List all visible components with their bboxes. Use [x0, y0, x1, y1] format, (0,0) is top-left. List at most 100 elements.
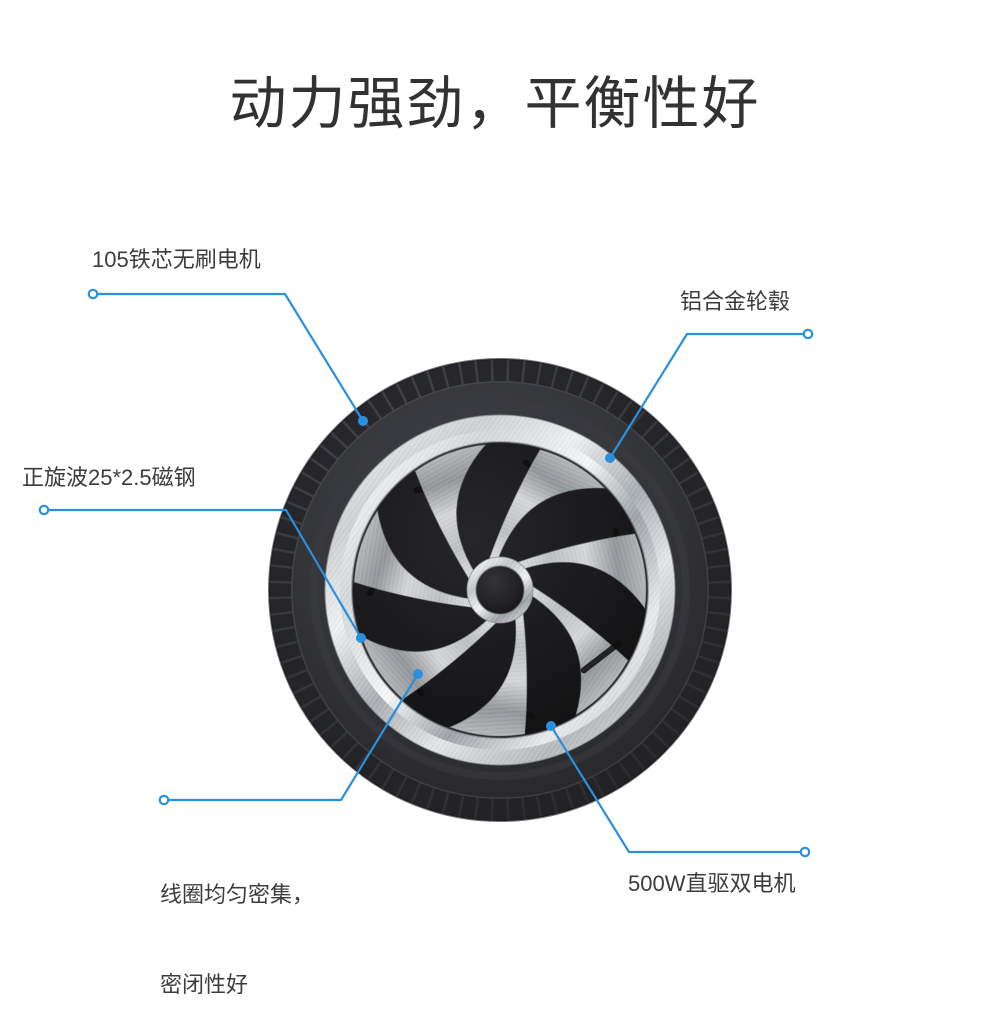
tread-block [702, 534, 728, 552]
tread-block [428, 788, 448, 814]
tread-block [269, 598, 293, 614]
tread-block [508, 359, 524, 383]
leader-magnet-steel-endpoint-dot [356, 633, 366, 643]
tread-block [707, 598, 731, 614]
tread-block [369, 762, 393, 788]
tread-block [705, 550, 730, 567]
tread-block [698, 518, 724, 538]
tread-block [294, 473, 320, 496]
tread-block [607, 762, 631, 788]
callout-label-dual-motor: 500W直驱双电机 [628, 871, 796, 896]
tread-block [705, 613, 730, 630]
tread-block [702, 628, 728, 646]
leader-alloy-hub [608, 332, 810, 460]
tread-block [356, 753, 380, 779]
tread-block [281, 657, 307, 678]
callout-marker-magnet-steel [38, 504, 50, 516]
tread-block [397, 377, 419, 403]
tread-block [287, 671, 313, 693]
tread-block [523, 360, 540, 385]
tread-block [493, 798, 507, 821]
leader-coil-density-endpoint-dot [413, 669, 423, 679]
callout-label-alloy-hub: 铝合金轮毂 [680, 289, 791, 314]
tread-block [397, 777, 419, 803]
tread-block [707, 566, 731, 582]
tread-block [276, 642, 302, 662]
tread-block [643, 421, 669, 447]
tread-block [311, 710, 337, 734]
leader-brushless-motor [91, 292, 365, 423]
tread-block [444, 792, 462, 818]
tread-block [270, 613, 295, 630]
callout-label-coil-density: 线圈均匀密集， 密闭性好 [160, 820, 314, 1024]
tread-block [680, 684, 706, 707]
tread-block [672, 697, 698, 721]
tread-block [493, 359, 507, 382]
leader-brushless-motor-endpoint-dot [358, 416, 368, 426]
tread-block [708, 583, 731, 597]
tread-block [272, 628, 298, 646]
tread-block [369, 392, 393, 418]
callout-label-coil-density-line1: 线圈均匀密集， [160, 882, 315, 907]
tread-block [594, 384, 617, 410]
callout-marker-dual-motor [799, 846, 811, 858]
tread-block [302, 697, 328, 721]
tread-block [594, 770, 617, 796]
tread-block [320, 433, 347, 458]
tread-block [620, 753, 644, 779]
tread-block [687, 671, 713, 693]
callout-marker-coil-density [158, 794, 170, 806]
tread-block [287, 487, 313, 509]
tread-block [698, 642, 724, 662]
tread-block [567, 371, 588, 397]
tread-block [343, 743, 368, 770]
tread-block [311, 446, 337, 470]
tread-block [356, 401, 380, 427]
tread-block [428, 366, 448, 392]
tread-block [476, 797, 492, 821]
tread-block [269, 583, 292, 597]
tread-block [693, 657, 719, 678]
tread-block [653, 722, 680, 747]
leader-alloy-hub-endpoint-dot [605, 453, 615, 463]
callout-label-coil-density-line2: 密闭性好 [160, 972, 249, 997]
tread-block [680, 473, 706, 496]
product-image-wheel [268, 358, 732, 822]
tread-block [552, 788, 572, 814]
tread-block [687, 487, 713, 509]
tread-block [693, 502, 719, 523]
callout-label-brushless-motor: 105铁芯无刷电机 [92, 247, 261, 272]
tread-block [632, 743, 657, 770]
wheel-hub [466, 556, 534, 624]
tread-block [331, 421, 357, 447]
tread-block [272, 534, 298, 552]
tread-block [538, 792, 556, 818]
wheel-spokes [352, 442, 648, 738]
tread-block [567, 783, 588, 809]
tread-block [343, 410, 368, 437]
tread-block [672, 459, 698, 483]
tread-block [620, 401, 644, 427]
tread-block [552, 366, 572, 392]
tread-block [643, 733, 669, 759]
leader-dual-motor-endpoint-dot [546, 721, 556, 731]
leader-coil-density [162, 672, 420, 802]
tread-block [607, 392, 631, 418]
tread-block [476, 359, 492, 383]
tread-block [276, 518, 302, 538]
tread-block [632, 410, 657, 437]
tread-block [663, 710, 689, 734]
leader-dual-motor [549, 724, 807, 854]
callout-label-magnet-steel: 正旋波25*2.5磁钢 [22, 465, 196, 490]
tread-block [581, 377, 603, 403]
tread-block [331, 733, 357, 759]
tread-block [281, 502, 307, 523]
tread-block [383, 770, 406, 796]
tread-block [270, 550, 295, 567]
tread-block [508, 797, 524, 821]
tread-block [460, 360, 477, 385]
tread-block [320, 722, 347, 747]
leader-magnet-steel [42, 508, 363, 640]
tread-block [460, 795, 477, 820]
